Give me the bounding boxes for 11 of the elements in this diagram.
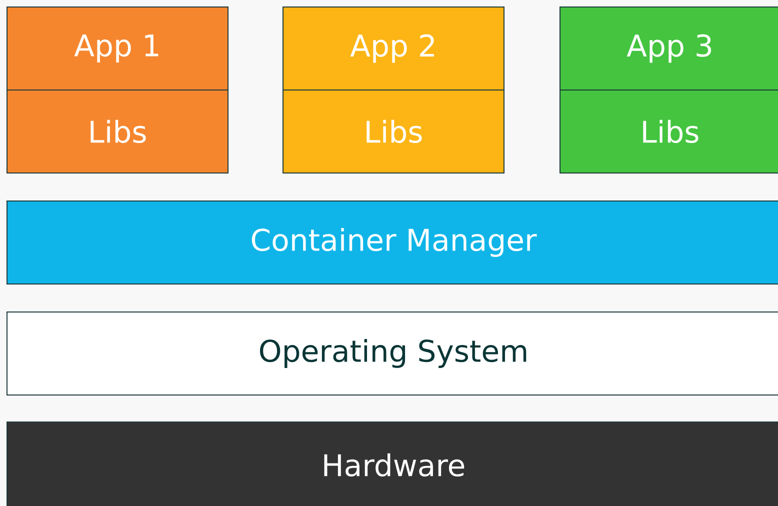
app-box: App 3 xyxy=(560,6,778,90)
layer-band: Container Manager xyxy=(6,200,778,284)
library-box: Libs xyxy=(282,89,504,174)
app-box: App 1 xyxy=(6,6,228,90)
layer-band: Operating System xyxy=(6,311,778,396)
node-label: Libs xyxy=(643,120,698,144)
app-box: App 2 xyxy=(282,6,504,90)
node-label: App 3 xyxy=(626,34,712,63)
library-box: Libs xyxy=(560,89,778,174)
library-box: Libs xyxy=(6,89,228,174)
layer-band: Hardware xyxy=(6,421,778,506)
